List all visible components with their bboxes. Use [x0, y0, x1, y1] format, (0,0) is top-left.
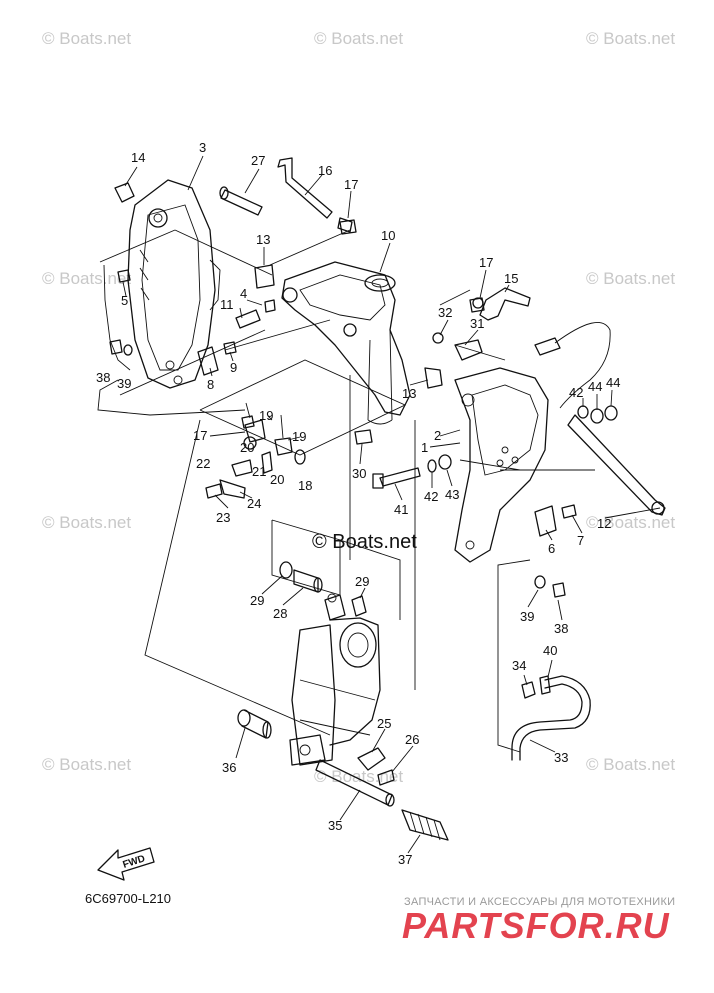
callout-16: 16	[318, 163, 332, 178]
watermark: © Boats.net	[586, 29, 675, 48]
bracket-15	[472, 287, 611, 409]
callout-10: 10	[381, 228, 395, 243]
callout-leaders	[122, 155, 661, 854]
callout-25: 25	[377, 716, 391, 731]
callout-3: 3	[199, 140, 206, 155]
callout-39: 39	[117, 376, 131, 391]
tilt-rod	[567, 414, 666, 516]
callout-31: 31	[470, 316, 484, 331]
callout-20: 20	[270, 472, 284, 487]
watermark: © Boats.net	[42, 29, 131, 48]
callout-36: 36	[222, 760, 236, 775]
watermark: © Boats.net	[314, 29, 403, 48]
center-watermark: © Boats.net	[312, 531, 417, 553]
callout-42: 42	[424, 489, 438, 504]
callout-17: 17	[479, 255, 493, 270]
callout-38: 38	[96, 370, 110, 385]
brand-logo: PARTSFOR.RU	[402, 905, 670, 946]
callout-29: 29	[355, 574, 369, 589]
callout-19: 19	[292, 429, 306, 444]
callout-44: 44	[588, 379, 602, 394]
diagram-code: 6C69700-L210	[85, 891, 171, 906]
callout-33: 33	[554, 750, 568, 765]
bolt-41	[372, 454, 452, 489]
callout-8: 8	[207, 377, 214, 392]
callout-43: 43	[445, 487, 459, 502]
callout-14: 14	[131, 150, 145, 165]
watermark: © Boats.net	[586, 755, 675, 774]
callout-18: 18	[298, 478, 312, 493]
bushings-28-29	[279, 561, 367, 617]
callout-4: 4	[240, 286, 247, 301]
watermark: © Boats.net	[42, 755, 131, 774]
misc-hardware	[109, 182, 577, 598]
callout-labels: 14 3 27 16 17 13 10 17 15 5 4 11 32 31 3…	[96, 140, 620, 867]
watermark: © Boats.net	[314, 767, 403, 786]
callout-15: 15	[504, 271, 518, 286]
callout-13: 13	[256, 232, 270, 247]
hose-assembly	[511, 675, 591, 761]
callout-41: 41	[394, 502, 408, 517]
callout-13: 13	[402, 386, 416, 401]
power-tilt-unit	[289, 593, 381, 766]
watermark: © Boats.net	[42, 269, 131, 288]
brand-tagline: ЗАПЧАСТИ И АКСЕССУАРЫ ДЛЯ МОТОТЕХНИКИ	[404, 896, 675, 908]
callout-26: 26	[405, 732, 419, 747]
callout-20: 20	[240, 440, 254, 455]
washers-right	[577, 405, 618, 424]
callout-40: 40	[543, 643, 557, 658]
callout-30: 30	[352, 466, 366, 481]
bushing-36	[237, 709, 272, 739]
group-outlines	[97, 229, 595, 753]
callout-39: 39	[520, 609, 534, 624]
callout-5: 5	[121, 293, 128, 308]
watermark: © Boats.net	[586, 269, 675, 288]
callout-22: 22	[196, 456, 210, 471]
callout-6: 6	[548, 541, 555, 556]
watermark: © Boats.net	[42, 513, 131, 532]
callout-7: 7	[577, 533, 584, 548]
callout-1: 1	[421, 440, 428, 455]
callout-34: 34	[512, 658, 526, 673]
shaft-35	[315, 759, 395, 807]
small-parts-group	[205, 402, 306, 499]
fwd-arrow-icon: FWD	[97, 847, 155, 881]
callout-17: 17	[193, 428, 207, 443]
grip-37	[401, 809, 449, 841]
callout-17: 17	[344, 177, 358, 192]
hardware-31-32	[424, 332, 483, 389]
callout-37: 37	[398, 852, 412, 867]
callout-9: 9	[230, 360, 237, 375]
callout-19: 19	[259, 408, 273, 423]
callout-29: 29	[250, 593, 264, 608]
callout-44: 44	[606, 375, 620, 390]
callout-35: 35	[328, 818, 342, 833]
plate-25	[357, 747, 395, 786]
watermarks: © Boats.net © Boats.net © Boats.net © Bo…	[42, 29, 675, 786]
callout-2: 2	[434, 428, 441, 443]
callout-42: 42	[569, 385, 583, 400]
callout-28: 28	[273, 606, 287, 621]
clamp-bracket-right	[454, 367, 549, 563]
callout-23: 23	[216, 510, 230, 525]
callout-11: 11	[220, 297, 234, 312]
callout-12: 12	[597, 516, 611, 531]
callout-32: 32	[438, 305, 452, 320]
swivel-bracket	[281, 261, 411, 425]
callout-21: 21	[252, 464, 266, 479]
callout-38: 38	[554, 621, 568, 636]
callout-24: 24	[247, 496, 261, 511]
callout-27: 27	[251, 153, 265, 168]
